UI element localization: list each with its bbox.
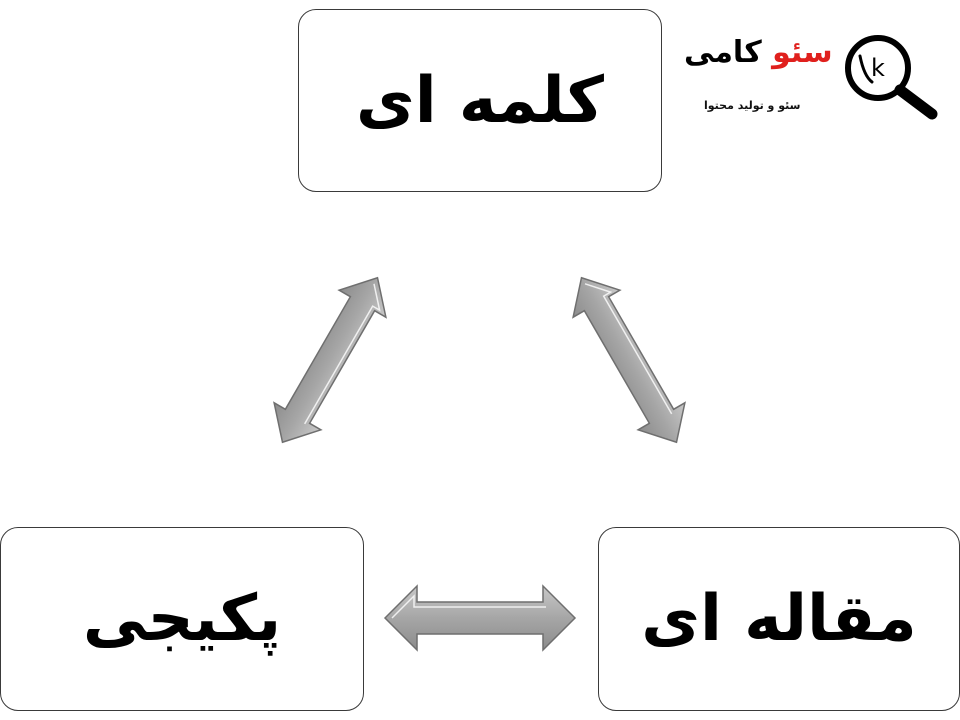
logo-subtitle: سئو و تولید محتوا	[704, 99, 801, 112]
brand-logo: سئو کامی سئو و تولید محتوا k	[680, 22, 942, 122]
logo-title-red: سئو	[772, 35, 833, 70]
node-left-label: پکیجی	[82, 582, 282, 656]
double-arrow-top-left	[273, 276, 387, 444]
node-top: کلمه ای	[298, 9, 662, 192]
logo-title-black: کامی	[684, 35, 762, 70]
double-arrow-left-right	[383, 584, 577, 652]
magnifier-icon: k	[845, 35, 938, 120]
node-right-label: مقاله ای	[641, 582, 917, 656]
logo-icon-letter: k	[871, 54, 885, 82]
double-arrow-top-right	[572, 276, 686, 444]
logo-title: سئو کامی	[684, 38, 833, 68]
node-top-label: کلمه ای	[356, 63, 604, 138]
node-right: مقاله ای	[598, 527, 960, 711]
node-left: پکیجی	[0, 527, 364, 711]
